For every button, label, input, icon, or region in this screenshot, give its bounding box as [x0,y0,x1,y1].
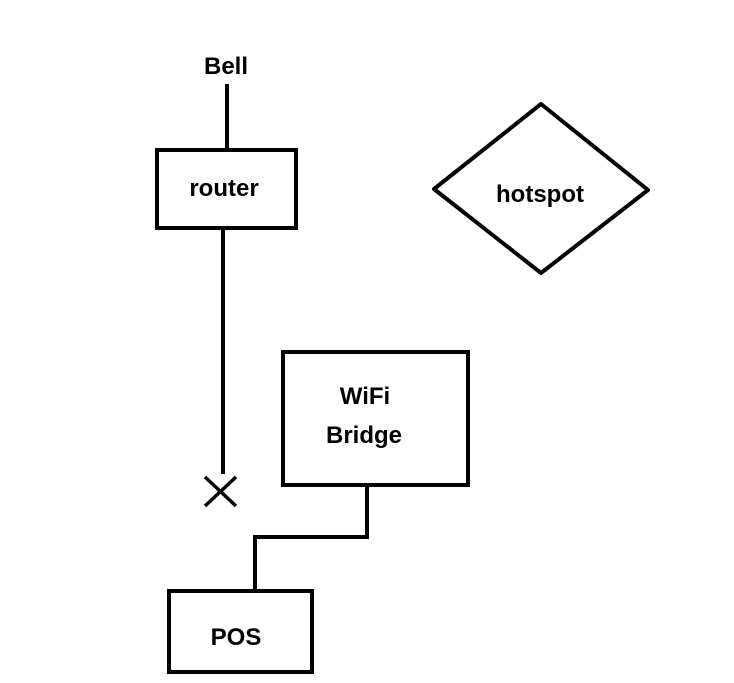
wifi-bridge-node: WiFi Bridge [281,350,470,487]
bell-label: Bell [204,53,248,80]
pos-box [167,589,314,674]
hotspot-diamond [432,102,650,275]
hotspot-node: hotspot [432,102,650,275]
pos-node: POS [167,589,314,674]
router-label: router [189,175,258,202]
disconnected-x-icon [203,475,238,508]
wifi-bridge-label-line2: Bridge [326,422,402,449]
router-node: router [155,148,298,230]
bridge-pos-connection [253,485,369,591]
wifi-bridge-box [281,350,470,487]
pos-label: POS [211,624,262,651]
hotspot-label: hotspot [496,181,584,208]
wifi-bridge-label-line1: WiFi [340,383,390,410]
router-box [155,148,298,230]
